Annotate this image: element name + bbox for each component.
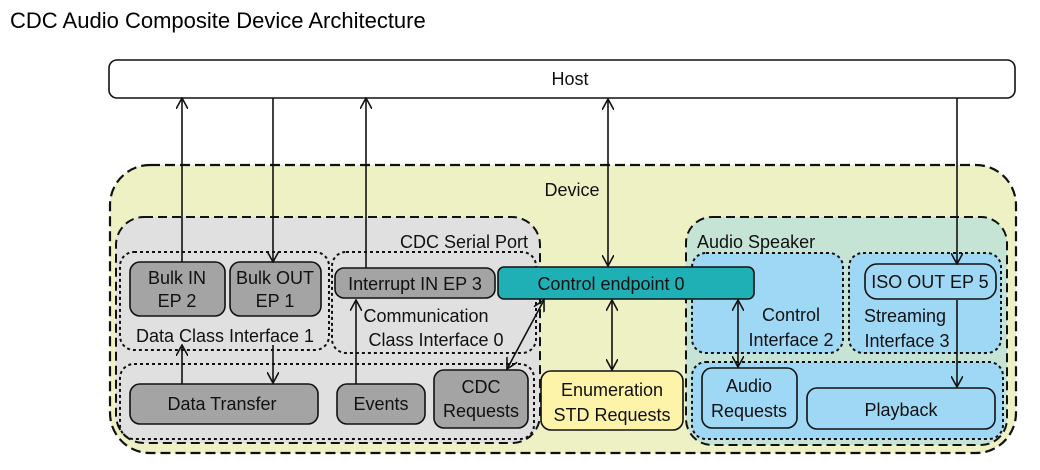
- communication-interface-line1: Communication: [363, 306, 488, 326]
- host-label: Host: [551, 69, 588, 89]
- iso-out-label: ISO OUT EP 5: [871, 272, 988, 292]
- control-endpoint-0-box: [497, 266, 755, 300]
- cdc-serial-port-label: CDC Serial Port: [400, 232, 528, 252]
- bulk-in-ep-label: EP 2: [158, 291, 197, 311]
- control-endpoint-0-label: Control endpoint 0: [537, 274, 684, 294]
- iso-out-ep5-box: [864, 263, 997, 300]
- streaming-interface-line2: Interface 3: [864, 331, 949, 351]
- audio-requests-box: [701, 367, 798, 429]
- cdc-requests-line2: Requests: [443, 401, 519, 421]
- device-label: Device: [544, 180, 599, 200]
- control-interface-line2: Interface 2: [748, 330, 833, 350]
- enumeration-line1: Enumeration: [561, 380, 663, 400]
- interrupt-in-label: Interrupt IN EP 3: [348, 274, 482, 294]
- data-class-interface-region: [119, 251, 330, 351]
- enumeration-box: [540, 370, 684, 431]
- audio-speaker-label: Audio Speaker: [697, 232, 815, 252]
- playback-label: Playback: [864, 400, 938, 420]
- audio-requests-line1: Audio: [726, 376, 772, 396]
- cdc-requests-line1: CDC: [462, 377, 501, 397]
- playback-box: [806, 387, 996, 430]
- streaming-interface-line1: Streaming: [864, 306, 946, 326]
- bulk-out-label: Bulk OUT: [236, 268, 314, 288]
- control-interface-line1: Control: [762, 305, 820, 325]
- events-label: Events: [353, 394, 408, 414]
- communication-interface-line2: Class Interface 0: [368, 330, 503, 350]
- cdc-requests-box: [433, 369, 529, 429]
- bulk-out-ep-label: EP 1: [256, 291, 295, 311]
- enumeration-line2: STD Requests: [553, 405, 670, 425]
- interrupt-in-ep3-box: [334, 267, 496, 299]
- arrow-control-cdc-requests: [507, 300, 544, 369]
- bulk-in-ep2-box: [129, 261, 226, 317]
- host-box: [108, 59, 1016, 99]
- events-box: [336, 383, 426, 425]
- audio-requests-line2: Requests: [711, 401, 787, 421]
- data-transfer-label: Data Transfer: [167, 394, 276, 414]
- data-class-interface-label: Data Class Interface 1: [136, 326, 314, 346]
- data-transfer-box: [129, 383, 319, 425]
- cdc-functions-region: [119, 363, 535, 440]
- diagram-title: CDC Audio Composite Device Architecture: [10, 8, 426, 33]
- bulk-in-label: Bulk IN: [148, 268, 206, 288]
